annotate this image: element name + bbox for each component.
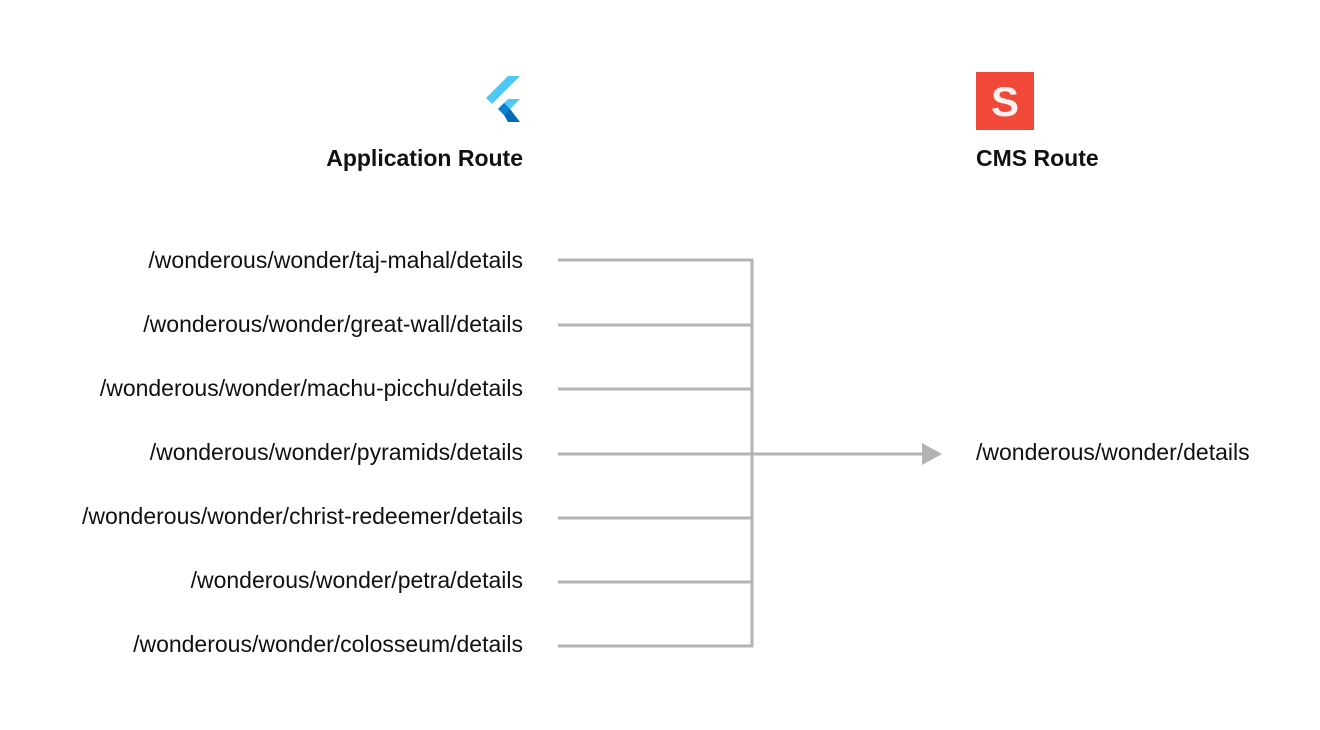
app-route-christ-redeemer: /wonderous/wonder/christ-redeemer/detail… [81, 503, 523, 529]
cms-route-heading: CMS Route [976, 145, 1099, 171]
connector-arrowhead [922, 443, 942, 465]
cms-route-target: /wonderous/wonder/details [976, 439, 1250, 465]
app-route-pyramids: /wonderous/wonder/pyramids/details [149, 439, 523, 465]
app-route-taj-mahal: /wonderous/wonder/taj-mahal/details [148, 247, 523, 273]
application-route-heading: Application Route [326, 145, 523, 171]
sanity-logo-icon: S [976, 72, 1034, 130]
app-route-colosseum: /wonderous/wonder/colosseum/details [133, 631, 523, 657]
flutter-logo-icon [486, 76, 520, 122]
app-route-great-wall: /wonderous/wonder/great-wall/details [143, 311, 523, 337]
app-route-machu-picchu: /wonderous/wonder/machu-picchu/details [99, 375, 523, 401]
app-route-petra: /wonderous/wonder/petra/details [190, 567, 523, 593]
svg-text:S: S [991, 78, 1019, 125]
